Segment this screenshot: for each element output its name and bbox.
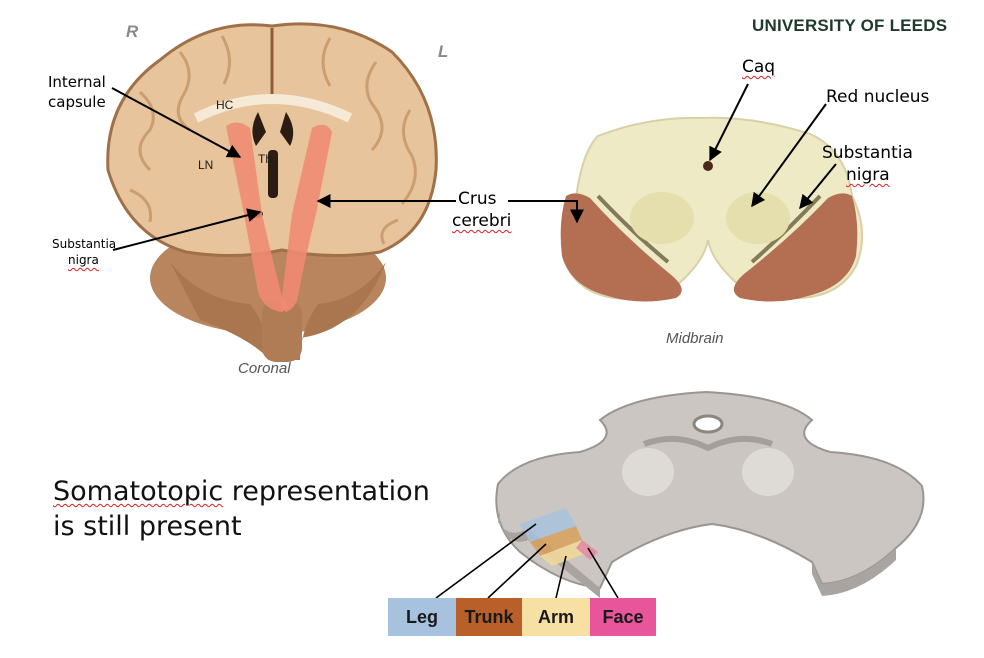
midbrain-caption: Midbrain xyxy=(666,330,724,347)
legend-cell-leg: Leg xyxy=(388,598,456,636)
coronal-caption: Coronal xyxy=(238,360,291,377)
headline-word-somatotopic: Somatotopic xyxy=(53,476,223,507)
headline-rest: representation xyxy=(223,476,430,507)
crus-cerebri-label-line2: cerebri xyxy=(452,210,511,232)
midbrain-image xyxy=(561,118,862,302)
somatotopy-legend: Leg Trunk Arm Face xyxy=(388,598,656,636)
substantia-nigra-midbrain-label-line1: Substantia xyxy=(822,142,913,164)
legend-label-face: Face xyxy=(602,607,643,628)
legend-cell-arm: Arm xyxy=(522,598,590,636)
substantia-nigra-coronal-label-line1: Substantia xyxy=(52,236,116,252)
structure-label-th: Th xyxy=(258,152,272,166)
substantia-nigra-coronal-label-line2: nigra xyxy=(68,252,99,268)
headline-line2: is still present xyxy=(53,509,430,544)
structure-label-ln: LN xyxy=(198,158,213,172)
legend-label-leg: Leg xyxy=(406,607,438,628)
legend-label-arm: Arm xyxy=(538,607,574,628)
orientation-right-label: R xyxy=(126,22,138,42)
somatotopy-headline: Somatotopic representation is still pres… xyxy=(53,474,430,544)
caq-label: Caq xyxy=(742,56,775,78)
somatotopy-brainstem-image xyxy=(496,392,923,598)
headline-line1: Somatotopic representation xyxy=(53,474,430,509)
orientation-left-label: L xyxy=(438,42,448,62)
internal-capsule-label-line2: capsule xyxy=(48,92,106,112)
legend-cell-face: Face xyxy=(590,598,656,636)
structure-label-hc: HC xyxy=(216,98,233,112)
legend-line-leg xyxy=(436,524,536,598)
substantia-nigra-midbrain-label-line2: nigra xyxy=(846,164,890,186)
internal-capsule-label-line1: Internal xyxy=(48,72,106,92)
university-logo-text: UNIVERSITY OF LEEDS xyxy=(752,16,947,36)
coronal-brain-image xyxy=(108,24,437,362)
crus-cerebri-label-line1: Crus xyxy=(458,188,497,210)
red-nucleus-label: Red nucleus xyxy=(826,86,929,108)
legend-cell-trunk: Trunk xyxy=(456,598,522,636)
legend-label-trunk: Trunk xyxy=(464,607,513,628)
